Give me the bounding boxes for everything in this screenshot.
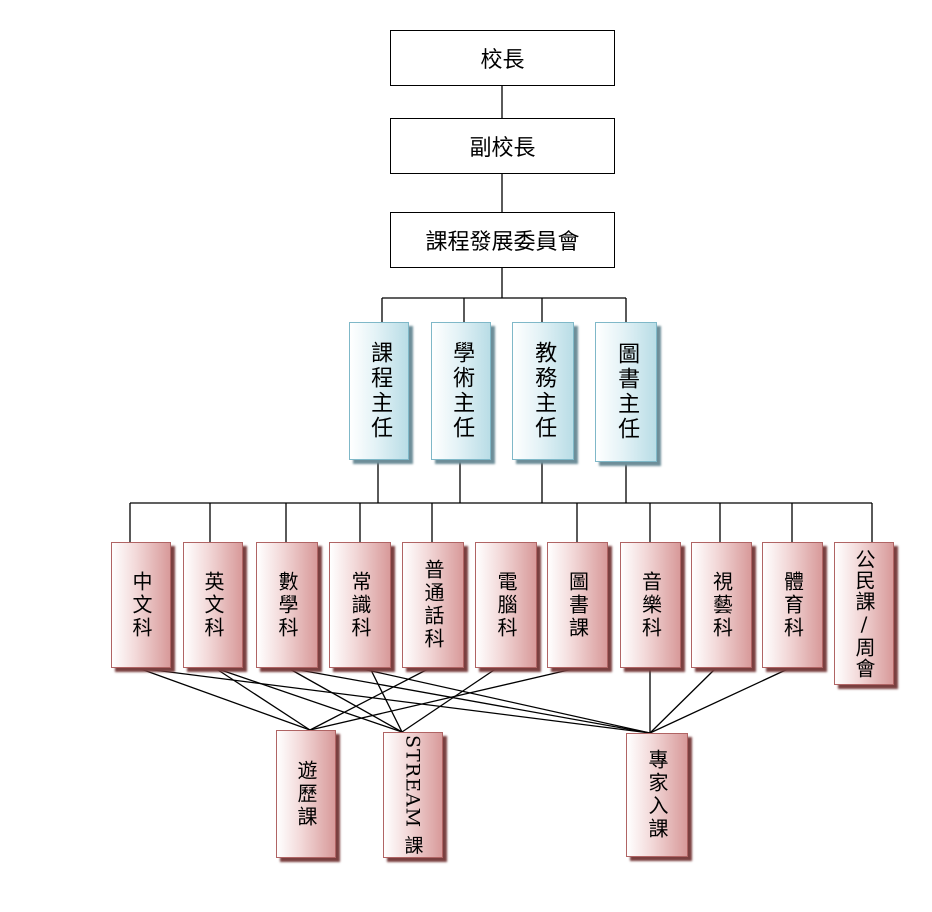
committee-box: 課程發展委員會 [390, 212, 615, 268]
subject-box-chinese: 中文科 [111, 542, 171, 668]
head-box-library: 圖書主任 [595, 322, 657, 462]
subject-box-putonghua: 普通話科 [402, 542, 464, 668]
program-label: 專家入課 [645, 749, 669, 841]
subject-label: 視藝科 [709, 570, 734, 640]
subject-box-civic-assembly: 公民課/周會 [834, 542, 894, 685]
program-box-study-tour: 遊歷課 [276, 730, 336, 858]
head-box-curriculum: 課程主任 [349, 322, 409, 460]
subject-box-math: 數學科 [256, 542, 318, 668]
subject-box-library-lesson: 圖書課 [547, 542, 608, 668]
subject-box-visual-arts: 視藝科 [691, 542, 752, 668]
program-label: STREAM 課 [401, 734, 424, 856]
head-label: 圖書主任 [614, 342, 640, 442]
subject-label: 體育科 [780, 570, 805, 640]
subject-label: 電腦科 [494, 570, 518, 640]
vice-principal-label: 副校長 [469, 136, 536, 161]
program-box-stream: STREAM 課 [383, 732, 443, 858]
head-label: 學術主任 [449, 341, 475, 441]
subject-label: 公民課/周會 [852, 548, 876, 679]
program-label: 遊歷課 [294, 759, 318, 829]
subject-box-english: 英文科 [183, 542, 243, 668]
vice-principal-box: 副校長 [390, 118, 615, 174]
subject-label: 中文科 [129, 570, 153, 640]
head-box-academic-affairs: 教務主任 [512, 322, 574, 460]
subject-label: 常識科 [348, 570, 372, 640]
subject-label: 普通話科 [421, 559, 445, 651]
subject-label: 音樂科 [638, 570, 663, 640]
subject-box-general-studies: 常識科 [329, 542, 391, 668]
principal-label: 校長 [480, 48, 525, 73]
committee-label: 課程發展委員會 [425, 230, 580, 255]
subject-box-computer: 電腦科 [475, 542, 537, 668]
principal-box: 校長 [390, 30, 615, 86]
subject-box-pe: 體育科 [762, 542, 823, 668]
subject-label: 數學科 [275, 570, 299, 640]
subject-box-music: 音樂科 [620, 542, 681, 668]
subject-label: 圖書課 [565, 570, 590, 640]
head-label: 課程主任 [367, 341, 393, 441]
head-label: 教務主任 [531, 341, 557, 441]
subject-label: 英文科 [201, 570, 225, 640]
program-box-expert-lessons: 專家入課 [626, 733, 688, 857]
head-box-academic: 學術主任 [431, 322, 491, 460]
